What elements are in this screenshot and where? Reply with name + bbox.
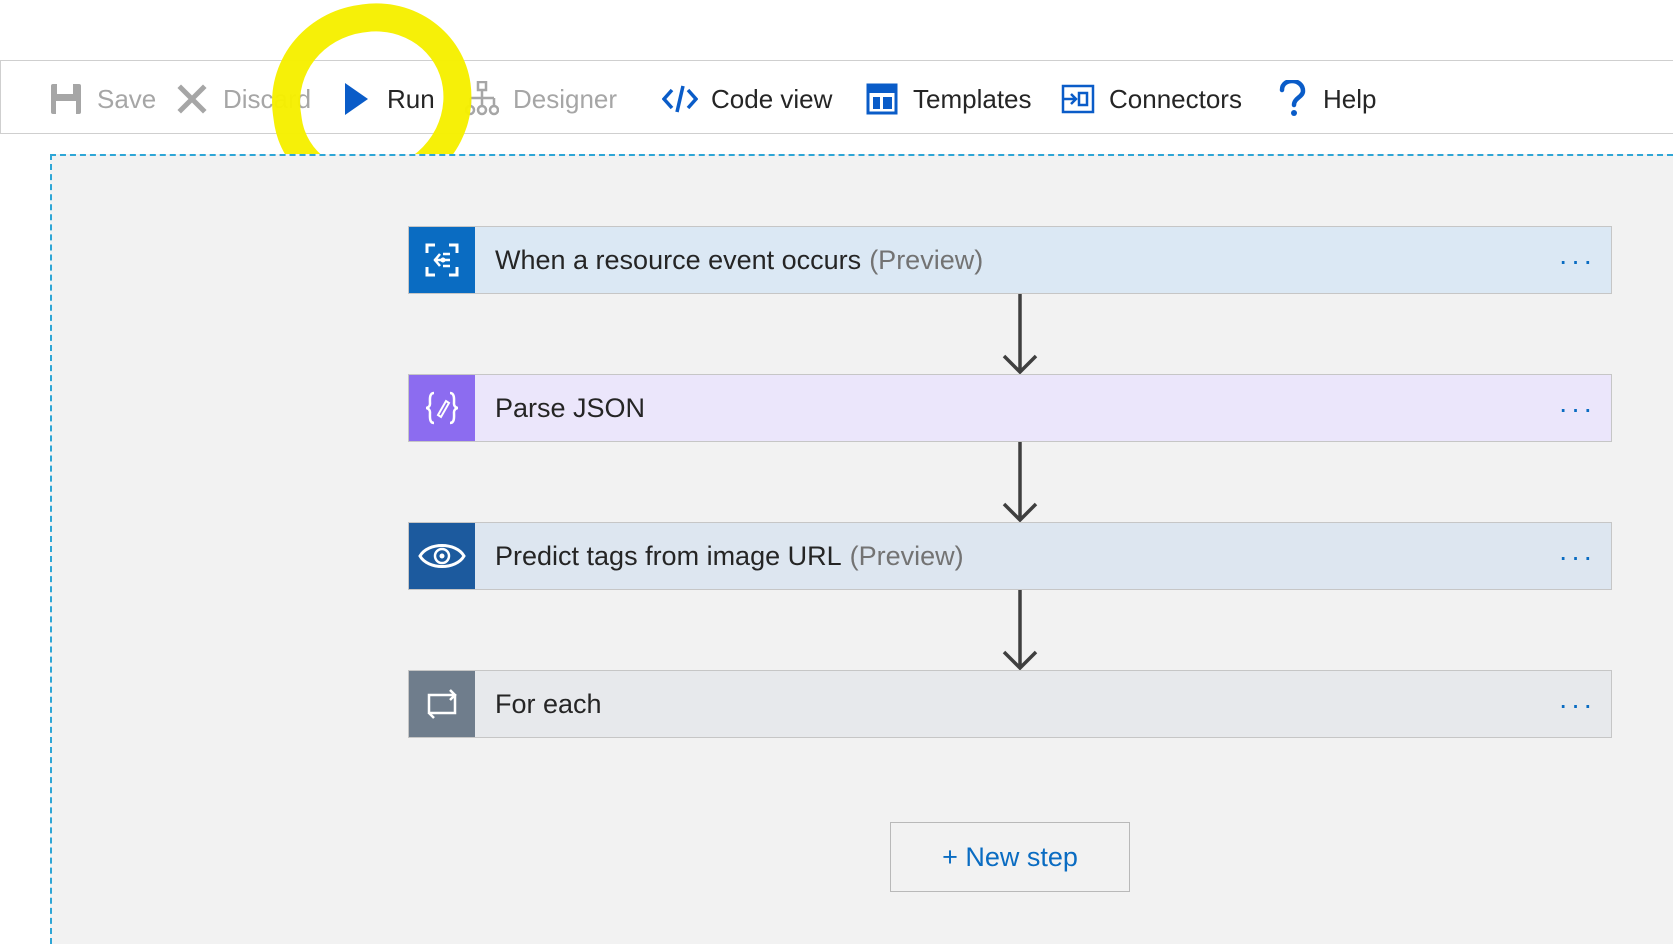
step-title: Parse JSON [495,392,646,423]
templates-button[interactable]: Templates [863,79,1032,119]
step-title: For each [495,688,602,719]
designer-toolbar: Save Discard Run Designer Code view [0,60,1673,134]
preview-tag: (Preview) [869,244,984,275]
more-options-button[interactable]: ··· [1558,245,1596,276]
flow-arrow [1002,294,1038,375]
designer-button[interactable]: Designer [463,79,617,119]
templates-icon [863,80,901,118]
code-icon [661,80,699,118]
step-card-parse-json[interactable]: Parse JSON ··· [408,374,1612,442]
discard-button[interactable]: Discard [173,79,311,119]
more-options-button[interactable]: ··· [1558,541,1596,572]
event-grid-icon [409,227,475,293]
connectors-label: Connectors [1109,83,1242,114]
parse-json-icon [409,375,475,441]
code-view-label: Code view [711,83,833,114]
preview-tag: (Preview) [849,540,964,571]
new-step-button[interactable]: + New step [890,822,1130,892]
loop-icon [409,671,475,737]
designer-icon [463,80,501,118]
more-options-button[interactable]: ··· [1558,393,1596,424]
step-card-for-each[interactable]: For each ··· [408,670,1612,738]
save-label: Save [97,83,157,114]
play-icon [337,80,375,118]
flow-arrow [1002,442,1038,523]
run-button[interactable]: Run [337,79,435,119]
step-title: Predict tags from image URL [495,540,842,571]
connectors-button[interactable]: Connectors [1059,79,1242,119]
eye-icon [409,523,475,589]
step-card-predict-tags[interactable]: Predict tags from image URL(Preview) ··· [408,522,1612,590]
close-icon [173,80,211,118]
run-label: Run [387,83,435,114]
help-icon [1273,80,1311,118]
more-options-button[interactable]: ··· [1558,689,1596,720]
code-view-button[interactable]: Code view [661,79,832,119]
flow-arrow [1002,590,1038,671]
step-title: When a resource event occurs [495,244,862,275]
templates-label: Templates [913,83,1032,114]
save-button[interactable]: Save [47,79,156,119]
step-card-resource-event[interactable]: When a resource event occurs(Preview) ··… [408,226,1612,294]
connectors-icon [1059,80,1097,118]
designer-label: Designer [513,83,618,114]
save-icon [47,80,85,118]
help-label: Help [1323,83,1377,114]
help-button[interactable]: Help [1273,79,1376,119]
discard-label: Discard [223,83,312,114]
